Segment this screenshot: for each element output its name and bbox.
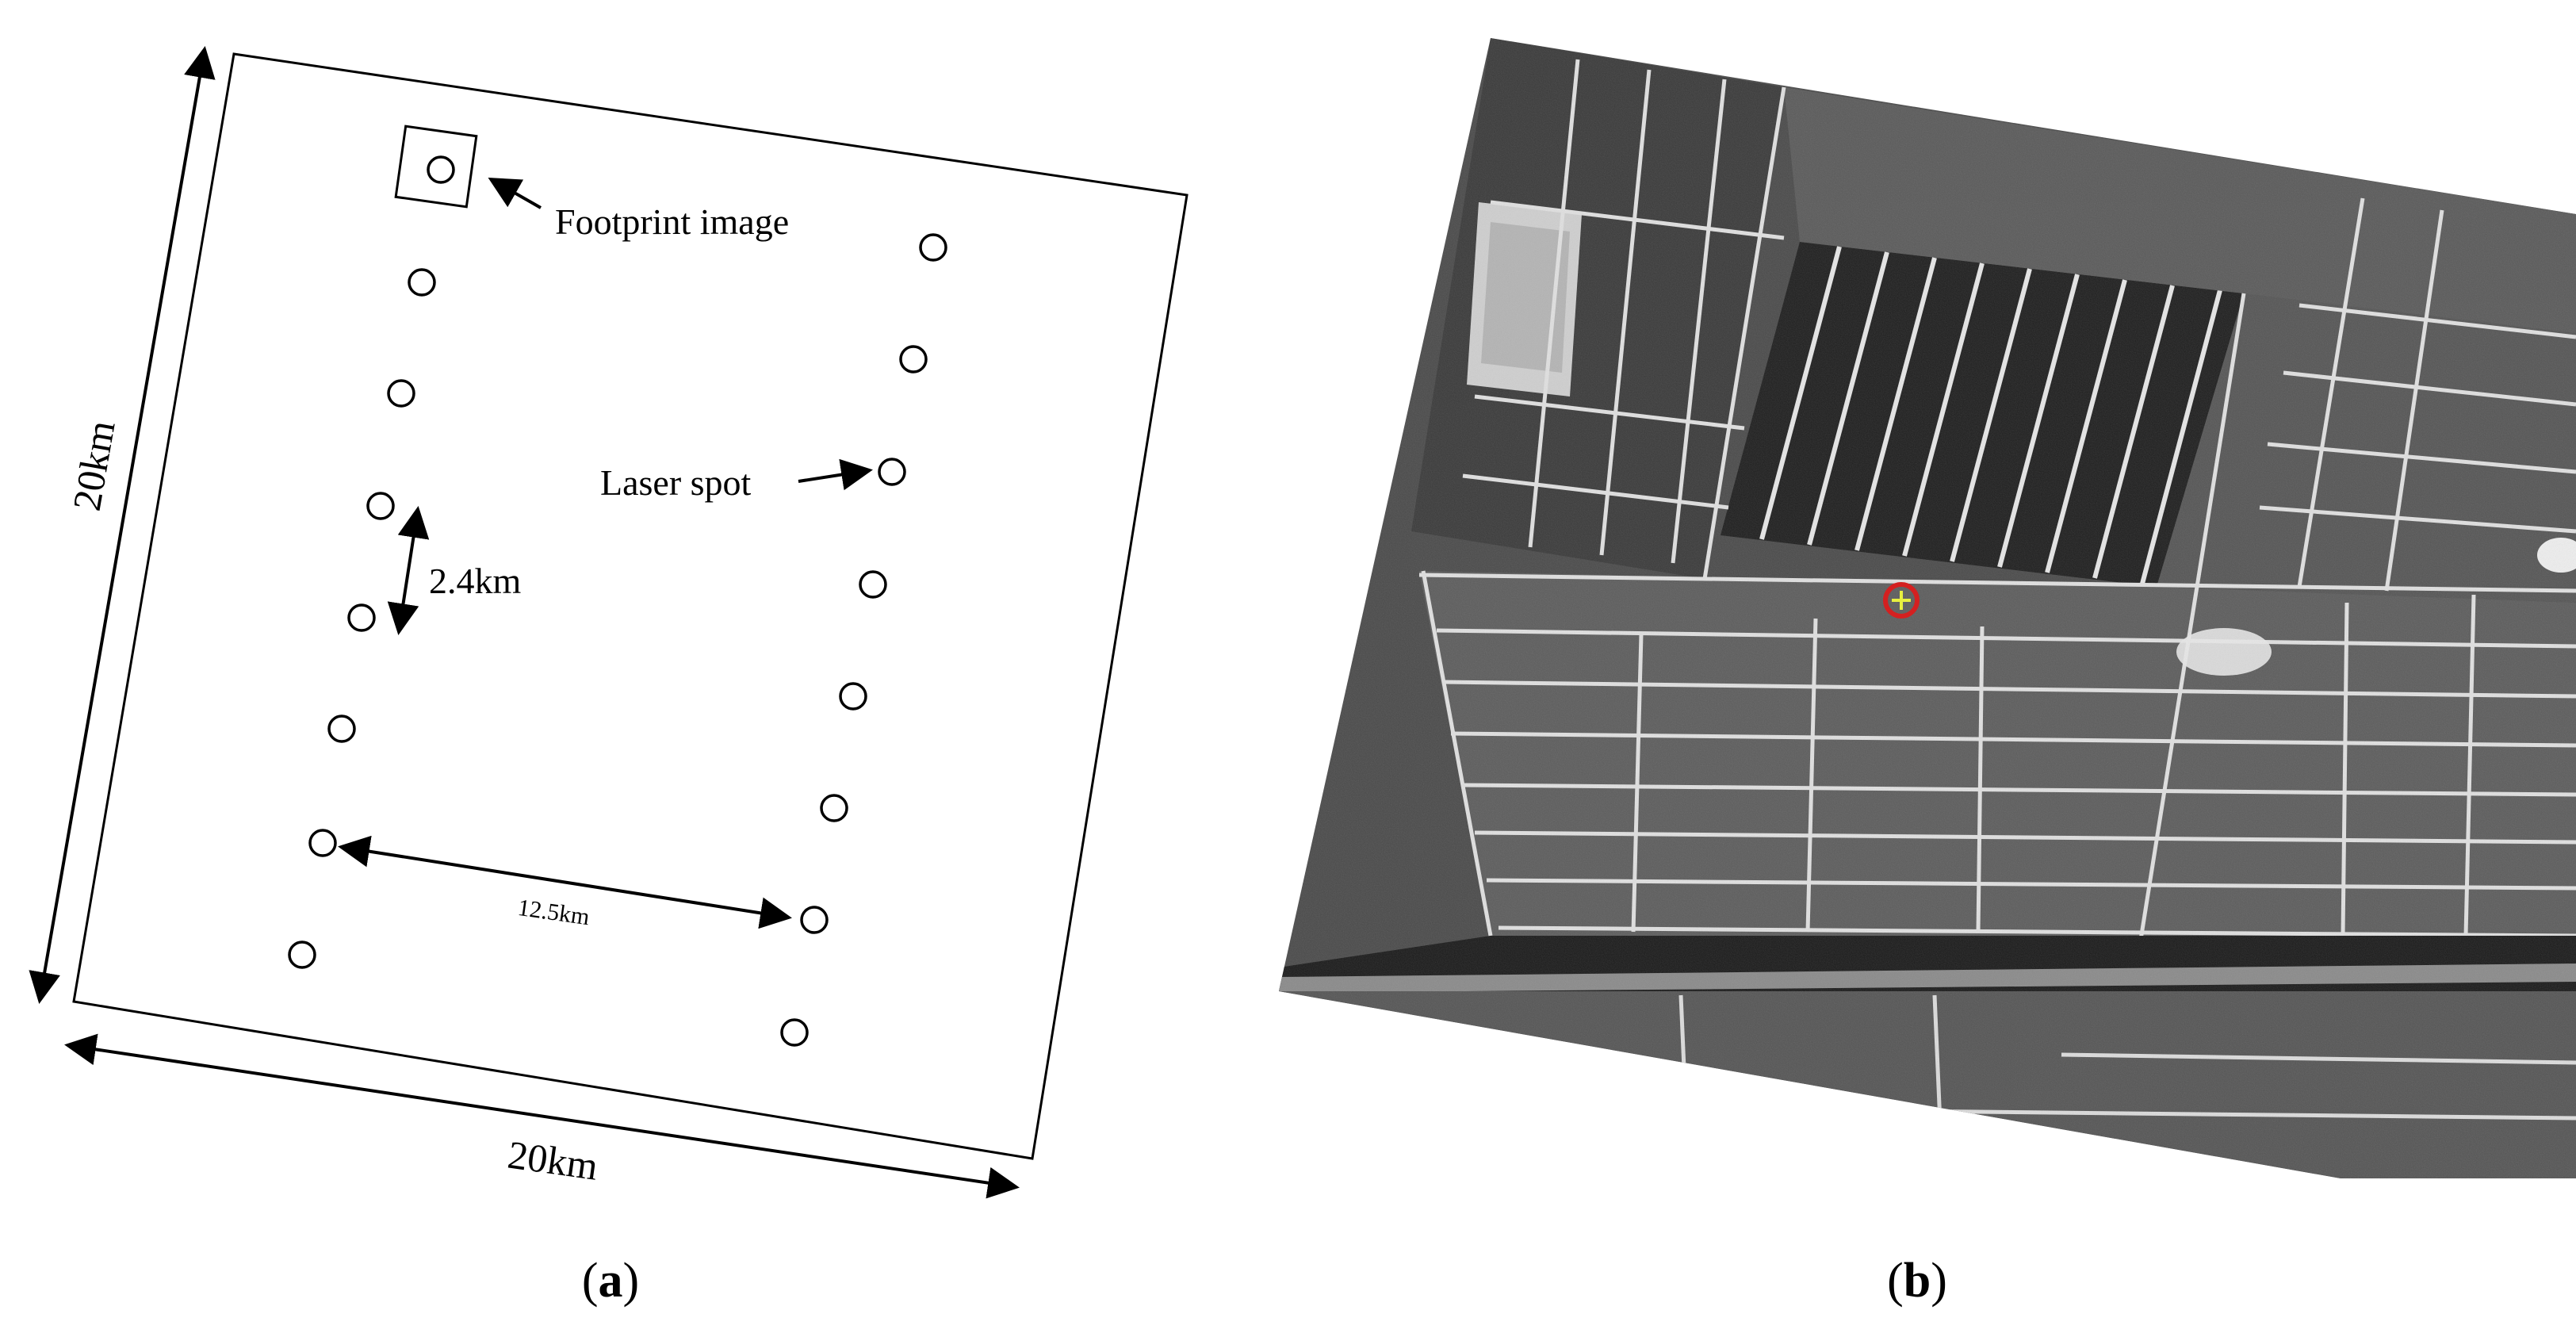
laser-spot bbox=[366, 492, 395, 520]
across-track-arrow bbox=[338, 835, 792, 929]
laser-spot bbox=[387, 379, 415, 408]
across-track-label: 12.5km bbox=[516, 895, 591, 930]
laser-spot bbox=[308, 829, 337, 857]
laser-spot bbox=[839, 682, 867, 711]
laser-spot bbox=[347, 603, 376, 632]
laser-spot bbox=[899, 345, 928, 374]
panel-b-caption: (b) bbox=[1887, 1254, 1947, 1308]
laser-spot bbox=[408, 268, 436, 297]
laser-spot bbox=[878, 458, 906, 486]
laser-spot bbox=[919, 233, 947, 262]
laser-spot bbox=[780, 1018, 809, 1047]
left-column-spots bbox=[288, 268, 436, 969]
laser-spot bbox=[820, 794, 848, 822]
laser-spot bbox=[859, 570, 887, 599]
laser-spot bbox=[288, 940, 316, 969]
footprint-box bbox=[394, 125, 478, 209]
panel-a-caption: (a) bbox=[582, 1254, 639, 1308]
laser-spot-marker bbox=[1883, 582, 1920, 619]
footprint-annotation: Footprint image bbox=[555, 201, 789, 242]
along-track-label: 2.4km bbox=[429, 561, 522, 601]
laser-spot bbox=[800, 906, 829, 934]
laser-center-cross-icon bbox=[1892, 591, 1911, 610]
panel-b-footprint-image: (b) bbox=[1279, 38, 2576, 1308]
right-column-spots bbox=[780, 233, 947, 1047]
height-dimension-arrow bbox=[29, 46, 216, 1004]
height-dimension-label: 20km bbox=[64, 417, 124, 514]
laser-spot bbox=[327, 714, 356, 743]
footprint-pointer-arrow bbox=[488, 178, 542, 209]
along-track-arrow bbox=[387, 506, 430, 635]
width-dimension-arrow bbox=[64, 1033, 1020, 1199]
footprint-laser-spot bbox=[427, 155, 455, 184]
panel-a-diagram: 20km 20km 2.4km 12.5km Footprint image L… bbox=[29, 46, 1188, 1308]
width-dimension-label: 20km bbox=[505, 1132, 601, 1189]
laser-annotation: Laser spot bbox=[600, 462, 752, 503]
laser-pointer-arrow bbox=[798, 458, 873, 491]
